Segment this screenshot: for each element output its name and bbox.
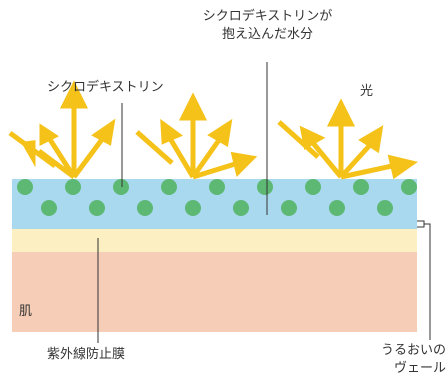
veil-label-line2: ヴェール [393,361,446,376]
skin-layer [12,252,417,332]
incoming-light-arrow [277,120,320,159]
uv-protection-film-layer [12,229,417,252]
cyclodextrin-dot [113,179,129,195]
cyclodextrin-dot [185,200,201,216]
veil-label-line1: うるおいの [380,343,446,358]
light-arrow-fan [8,80,116,180]
veil-leader-line [424,223,431,340]
cyclodextrin-dots [17,179,417,216]
water-label-line2: 抱え込んだ水分 [221,27,313,42]
light-arrow-fan [277,98,418,180]
light-label: 光 [360,84,374,99]
cyclodextrin-dot [305,179,321,195]
light-arrow-fans [8,80,418,180]
cyclodextrin-dot [89,200,105,216]
cyclodextrin-dot [281,200,297,216]
uv-film-label: 紫外線防止膜 [47,347,126,362]
cyclodextrin-dot [329,200,345,216]
cyclodextrin-dot [353,179,369,195]
cyclodextrin-dot [65,179,81,195]
cyclodextrin-dot [137,200,153,216]
cyclodextrin-dot [209,179,225,195]
incoming-light-arrow [135,130,174,165]
water-label: シクロデキストリンが 抱え込んだ水分 [185,8,350,44]
cyclodextrin-dot [257,179,273,195]
cyclodextrin-dot [41,200,57,216]
veil-bracket [417,220,425,228]
cyclodextrin-dot [377,200,393,216]
skin-label: 肌 [19,304,33,319]
cyclodextrin-dot [17,179,33,195]
water-label-line1: シクロデキストリンが [202,9,333,24]
cyclodextrin-dot [233,200,249,216]
cyclodextrin-label: シクロデキストリン [47,80,164,95]
leader-lines [97,62,431,343]
veil-label: うるおいの ヴェール [346,342,446,378]
light-arrow-fan [135,92,258,180]
cyclodextrin-dot [401,179,417,195]
cyclodextrin-dot [161,179,177,195]
